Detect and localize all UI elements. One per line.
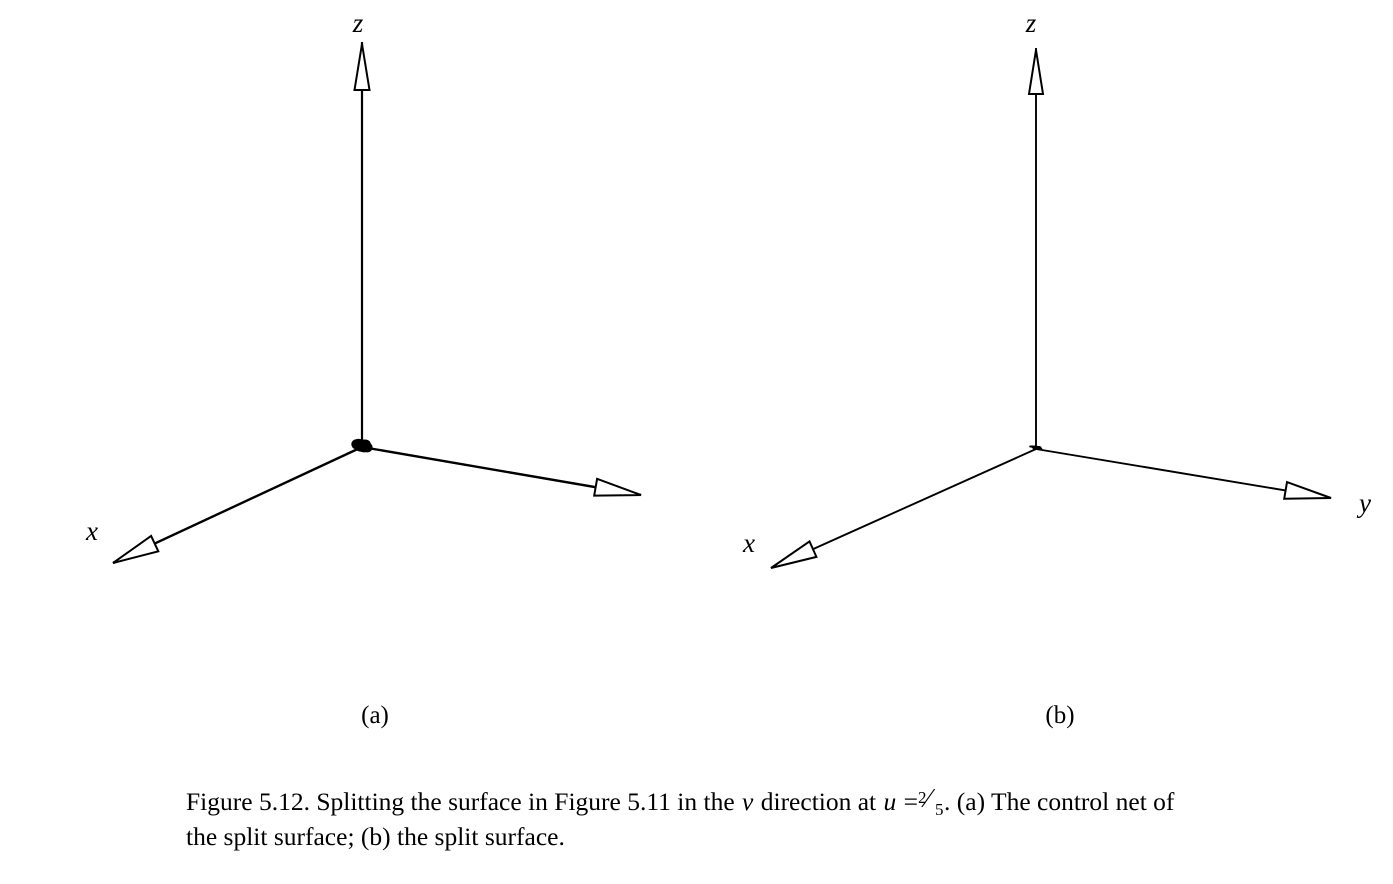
axis-z-arrow-a — [353, 43, 371, 91]
axis-label-x-a: x — [85, 516, 98, 546]
axis-y-line-b — [1035, 448, 1332, 499]
axis-label-y-b: y — [1356, 488, 1371, 518]
axes-group-a — [112, 42, 642, 565]
control-point — [358, 440, 369, 451]
caption-var-u: u — [883, 787, 897, 816]
iso-curve — [1037, 446, 1043, 451]
axis-label-x-b: x — [742, 528, 755, 558]
fraction-denominator: 5 — [935, 800, 944, 819]
caption-part-2: direction at — [760, 787, 877, 816]
figure-caption: Figure 5.12. Splitting the surface in Fi… — [186, 783, 1208, 854]
subcaption-a: (a) — [361, 702, 389, 729]
axis-z-arrow-b — [1027, 49, 1045, 95]
fraction-numerator: 2 — [918, 788, 927, 807]
axis-label-z-a: z — [352, 8, 364, 38]
axis-x-arrow-a — [112, 534, 160, 564]
subcaption-b: (b) — [1045, 702, 1075, 729]
split-surface-svg: z x y — [742, 8, 1371, 569]
control-net-svg: z x — [85, 8, 642, 565]
caption-equals: = — [903, 787, 919, 816]
figure-number: Figure 5.12. — [186, 787, 310, 816]
fraction-slash: ⁄ — [926, 783, 931, 813]
axis-y-arrow-b — [1283, 480, 1332, 500]
axis-y-arrow-a — [593, 477, 642, 497]
axis-x-line-b — [770, 448, 1037, 569]
axis-label-z-b: z — [1025, 8, 1037, 38]
control-net-patch-2 — [355, 439, 373, 453]
control-net-group — [351, 438, 373, 453]
axis-x-arrow-b — [770, 539, 818, 569]
caption-part-3: . (a) The control net of the split surfa… — [186, 787, 1175, 851]
panel-split-surface: z x y — [693, 0, 1393, 730]
caption-fraction: 2⁄5 — [918, 783, 944, 819]
caption-part-1: Splitting the surface in Figure 5.11 in … — [316, 787, 735, 816]
axes-group-b — [770, 48, 1332, 569]
axis-y-line-a — [361, 445, 642, 497]
panel-control-net: z x — [0, 0, 700, 730]
caption-var-v: v — [742, 787, 754, 816]
